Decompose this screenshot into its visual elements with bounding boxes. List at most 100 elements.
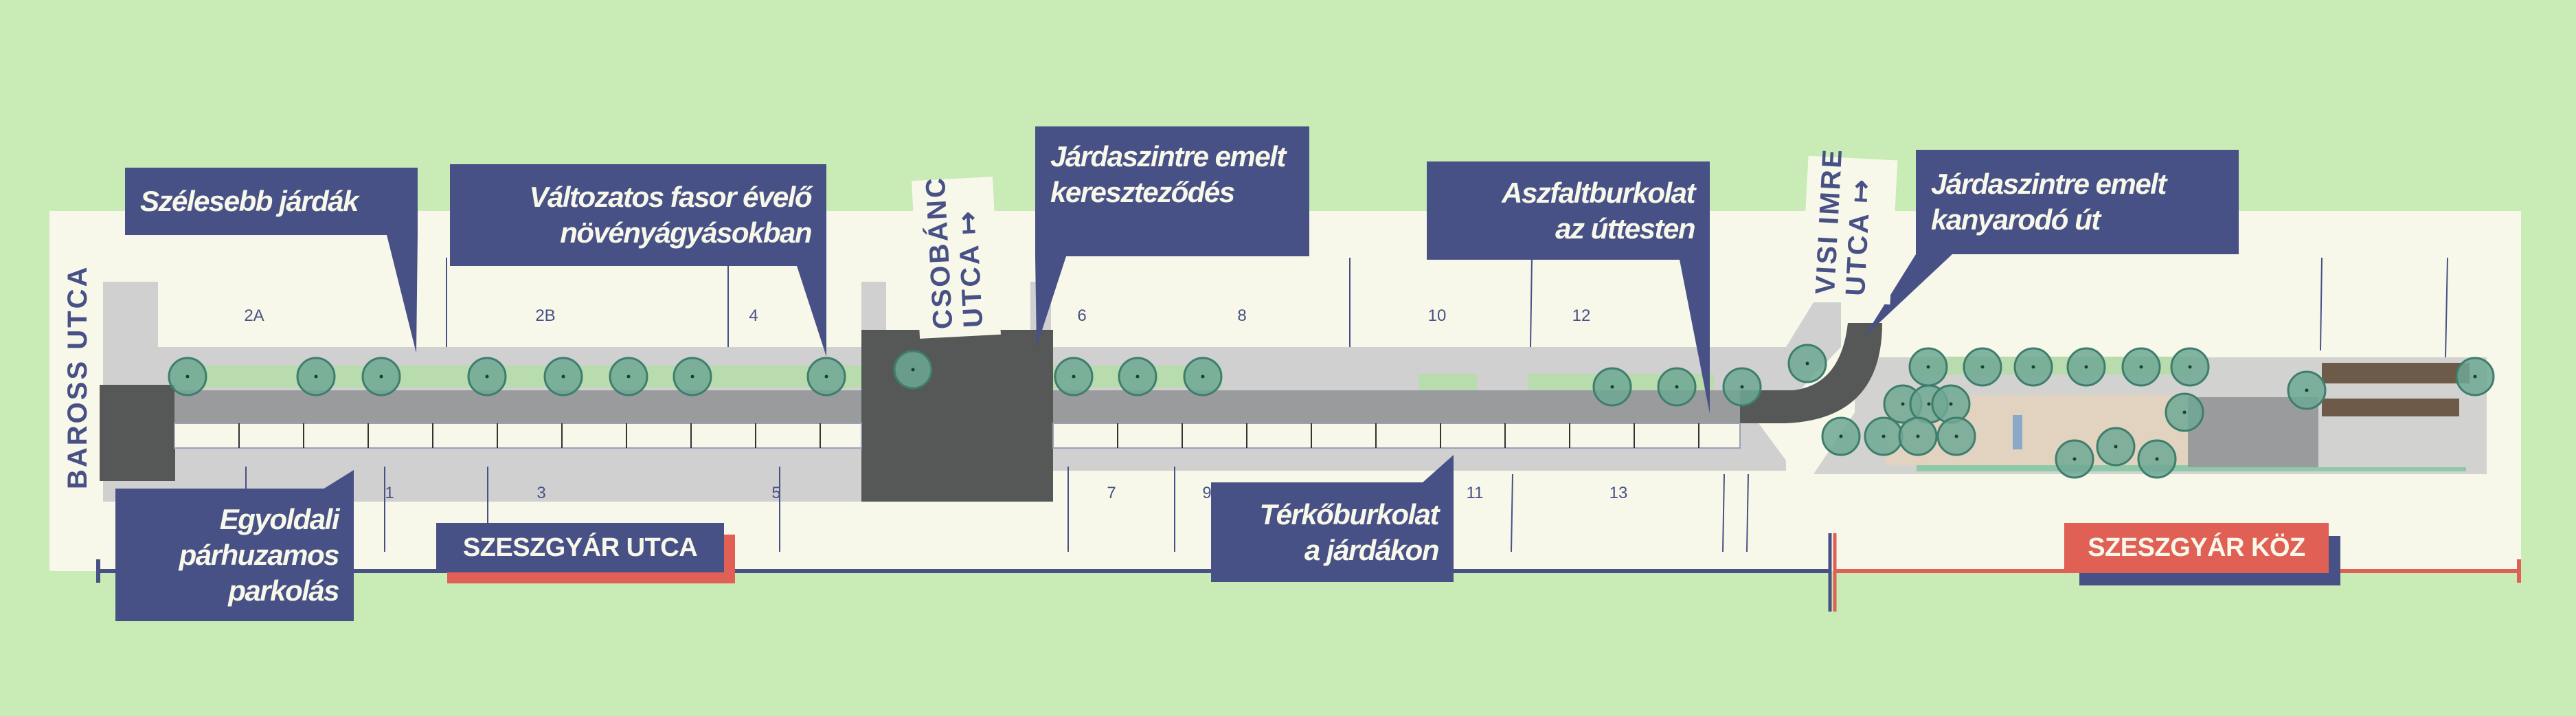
callout-paving: Térkőburkolat a járdákon [1211, 482, 1454, 582]
lot-number: 10 [1427, 306, 1447, 325]
lot-number: 4 [749, 306, 758, 325]
tree-trunk [1954, 434, 1958, 438]
callout-text: az úttesten [1555, 212, 1695, 245]
callout-text: Szélesebb járdák [140, 185, 359, 217]
lot-boundary [1511, 473, 1513, 552]
tree-trunk [911, 368, 915, 372]
tree-trunk [314, 374, 318, 379]
callout-text: parkolás [228, 574, 339, 607]
callout-text: Változatos fasor évelő [529, 181, 813, 213]
tree-trunk [1980, 365, 1985, 369]
callout-text: Egyoldali [219, 502, 340, 535]
street-name-csobanc: CSOBÁNC [920, 175, 959, 331]
tree-trunk [2155, 457, 2159, 461]
tree-trunk [2188, 365, 2192, 369]
lot-number: 9 [1202, 484, 1212, 502]
tree-trunk [561, 374, 565, 379]
koz-grey-area [2188, 397, 2318, 467]
callout-pointer [1680, 260, 1710, 414]
lot-boundary [1530, 257, 1533, 348]
callout-asphalt: Aszfaltburkolat az úttesten [1427, 161, 1710, 260]
tree-trunk [2473, 374, 2477, 379]
road-east [1053, 390, 1740, 423]
lot-number: 6 [1077, 306, 1087, 325]
tree-trunk [1949, 402, 1953, 406]
tree-trunk [379, 374, 383, 379]
section-label-szeszgyar-koz: SZESZGYÁR KÖZ [2064, 523, 2329, 573]
callout-text: a járdákon [1304, 533, 1440, 566]
callout-text: párhuzamos [179, 538, 340, 571]
street-name-visi-imre-utca: UTCA ↦ [1840, 177, 1877, 297]
lot-number: 12 [1572, 306, 1591, 325]
parking-stalls [174, 423, 1741, 449]
tree-trunk [2139, 365, 2143, 369]
callout-pointer [797, 266, 826, 357]
street-name-csobanc-utca: UTCA ↦ [952, 208, 989, 328]
tree-trunk [1675, 385, 1679, 389]
tree-trunk [1927, 402, 1931, 406]
callout-raised-turn: Járdaszintre emelt kanyarodó út [1916, 150, 2239, 254]
tree-trunk [185, 374, 190, 379]
tree-trunk [824, 374, 828, 379]
street-card-csobanc: CSOBÁNC UTCA ↦ [912, 175, 1001, 339]
tree-trunk [1136, 374, 1140, 379]
lot-number: 3 [536, 484, 546, 502]
road-west [174, 390, 861, 423]
callout-raised-intersection: Járdaszintre emelt kereszteződés [1035, 126, 1309, 256]
koz-road-end [2318, 419, 2473, 467]
road-baross [100, 385, 175, 481]
wood-deck [2322, 399, 2459, 416]
callout-text: növényágyásokban [560, 216, 812, 249]
trees [168, 344, 2495, 479]
callout-pointer [1864, 254, 1952, 337]
callout-pointer [323, 470, 354, 489]
tree-trunk [1201, 374, 1205, 379]
tree-trunk [1072, 374, 1076, 379]
lot-number: 8 [1237, 306, 1247, 325]
callout-parking: Egyoldali párhuzamos parkolás [115, 489, 354, 621]
lot-number: 2A [244, 306, 264, 325]
tree-trunk [2114, 445, 2118, 449]
street-card-visi-imre: VISI IMRE UTCA ↦ [1800, 147, 1898, 305]
lot-number: 2B [535, 306, 556, 325]
lot-number: 11 [1466, 484, 1484, 502]
tree-trunk [2305, 388, 2309, 392]
road-visi-imre-turn [1740, 323, 1882, 423]
planting-strip [174, 366, 861, 388]
tree-trunk [1882, 434, 1886, 438]
lot-boundary [1722, 473, 1725, 552]
callout-pointer [1422, 455, 1454, 483]
lot-boundary [2445, 257, 2448, 358]
callout-text: Járdaszintre emelt [1050, 140, 1286, 172]
tree-trunk [1805, 361, 1809, 366]
callout-text: Aszfaltburkolat [1502, 176, 1695, 209]
lot-number: 13 [1609, 484, 1628, 502]
tree-trunk [1901, 402, 1905, 406]
tree-trunk [1610, 385, 1614, 389]
street-name-baross: BAROSS UTCA [63, 265, 93, 489]
parking-row [1052, 423, 1741, 449]
callout-wider-sidewalks: Szélesebb járdák [125, 168, 418, 235]
tree-trunk [1839, 434, 1843, 438]
callout-pointer [387, 235, 418, 353]
lot-number: 1 [385, 484, 394, 502]
lot-number: 7 [1107, 484, 1116, 502]
callout-text: kanyarodó út [1931, 203, 2101, 236]
callout-text: Térkőburkolat [1259, 497, 1439, 530]
parking-row [174, 423, 862, 449]
tree-trunk [2182, 410, 2187, 414]
sidewalk-north-east [1030, 282, 1841, 390]
callout-text: Járdaszintre emelt [1931, 168, 2167, 200]
tree-trunk [690, 374, 694, 379]
tree-trunk [1926, 365, 1930, 369]
tree-trunk [1916, 434, 1920, 438]
tree-trunk [626, 374, 631, 379]
wood-deck [2322, 363, 2470, 383]
lot-boundary [1746, 473, 1749, 552]
tree-trunk [2084, 365, 2088, 369]
tree-trunk [1740, 385, 1744, 389]
lot-boundary [2320, 257, 2323, 351]
tree-trunk [2072, 457, 2077, 461]
lot-number: 5 [771, 484, 781, 502]
